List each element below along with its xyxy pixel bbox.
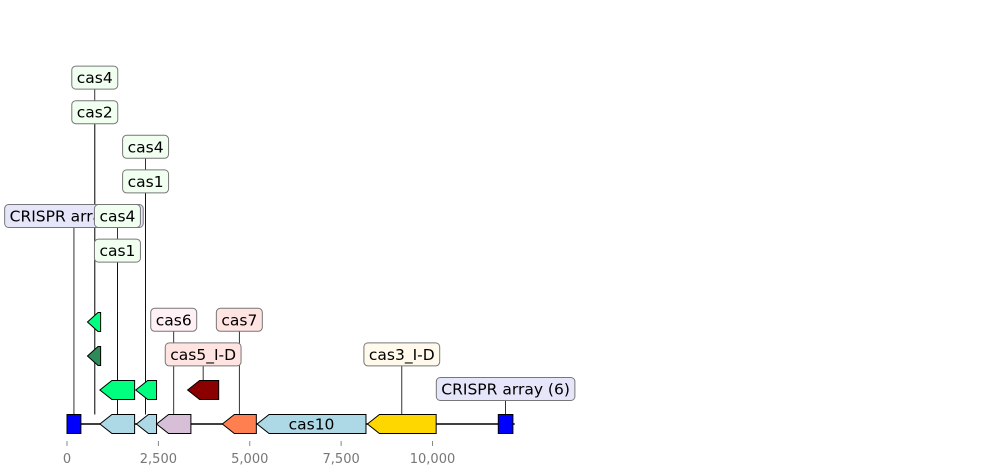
cas5-i-d-label-text: cas5_I-D [170,346,236,365]
callout-cas2-label-box [71,100,119,125]
cas6-label: cas6 [150,307,198,332]
callout-cas1-b-label-box [122,169,170,194]
crispr-array-2-shape [497,414,514,434]
cas3-i-d-label: cas3_I-D [363,342,441,367]
x-tick-label: 5,000 [231,452,268,467]
cas3-i-d-shape [366,414,437,434]
cas7-shape [221,414,257,434]
cas5-i-d-shape [186,380,220,400]
cas10-shape [256,414,367,434]
callout-cas2-label-text: cas2 [77,104,113,122]
callout-cas1-b-label: cas1 [122,169,170,194]
callout-cas4-c-label-box [71,65,119,90]
callout-cas1-b-label-text: cas1 [128,173,164,191]
crispr-array-2-label-box [435,377,576,401]
callout-cas4-a-label-box [93,204,141,228]
cas-darkgreen-shape [86,346,102,366]
cas-left-a-shape [99,414,136,434]
cas-green-small-shape [86,312,102,332]
cas6-label-box [150,307,198,332]
callout-cas4-b-label: cas4 [122,134,170,159]
cas10-inline-label: cas10 [289,416,335,434]
cas-green-2-shape [134,380,158,400]
crispr-array-2-label: CRISPR array (6) [435,377,576,401]
crispr-array-1-shape [66,414,82,434]
cas5-i-d-label-box [164,342,242,367]
cas-green-1-shape [99,380,136,400]
callout-cas1-a-label-box [93,238,141,263]
cas7-label-box [215,307,263,332]
cas5-i-d-label: cas5_I-D [164,342,242,367]
callout-cas4-a-label-text: cas4 [99,208,135,226]
callout-cas4-b-label-text: cas4 [128,138,164,156]
x-axis: 0 2,500 5,000 7,500 10,000 [63,441,455,467]
cas6-shape [155,414,192,434]
crispr-array-2-label-text: CRISPR array (6) [441,381,570,399]
x-tick-label: 10,000 [410,452,456,467]
callout-cas4-a-label: cas4 [93,204,141,228]
callout-cas2-label: cas2 [71,100,119,125]
cas6-label-text: cas6 [156,311,192,329]
feature-shapes [66,312,514,434]
x-tick-label: 2,500 [140,452,177,467]
cas7-label-text: cas7 [221,311,257,329]
callout-cas4-b-label-box [122,134,170,159]
callout-cas1-a-label-text: cas1 [99,242,135,260]
callout-cas4-c-label-text: cas4 [77,69,113,87]
cas-left-b-shape [135,414,158,434]
callout-cas4-c-label: cas4 [71,65,119,90]
x-tick-label: 0 [63,452,71,467]
x-tick-label: 7,500 [323,452,360,467]
cas7-label: cas7 [215,307,263,332]
callout-cas1-a-label: cas1 [93,238,141,263]
cas3-i-d-label-box [363,342,441,367]
cas3-i-d-label-text: cas3_I-D [369,346,435,365]
